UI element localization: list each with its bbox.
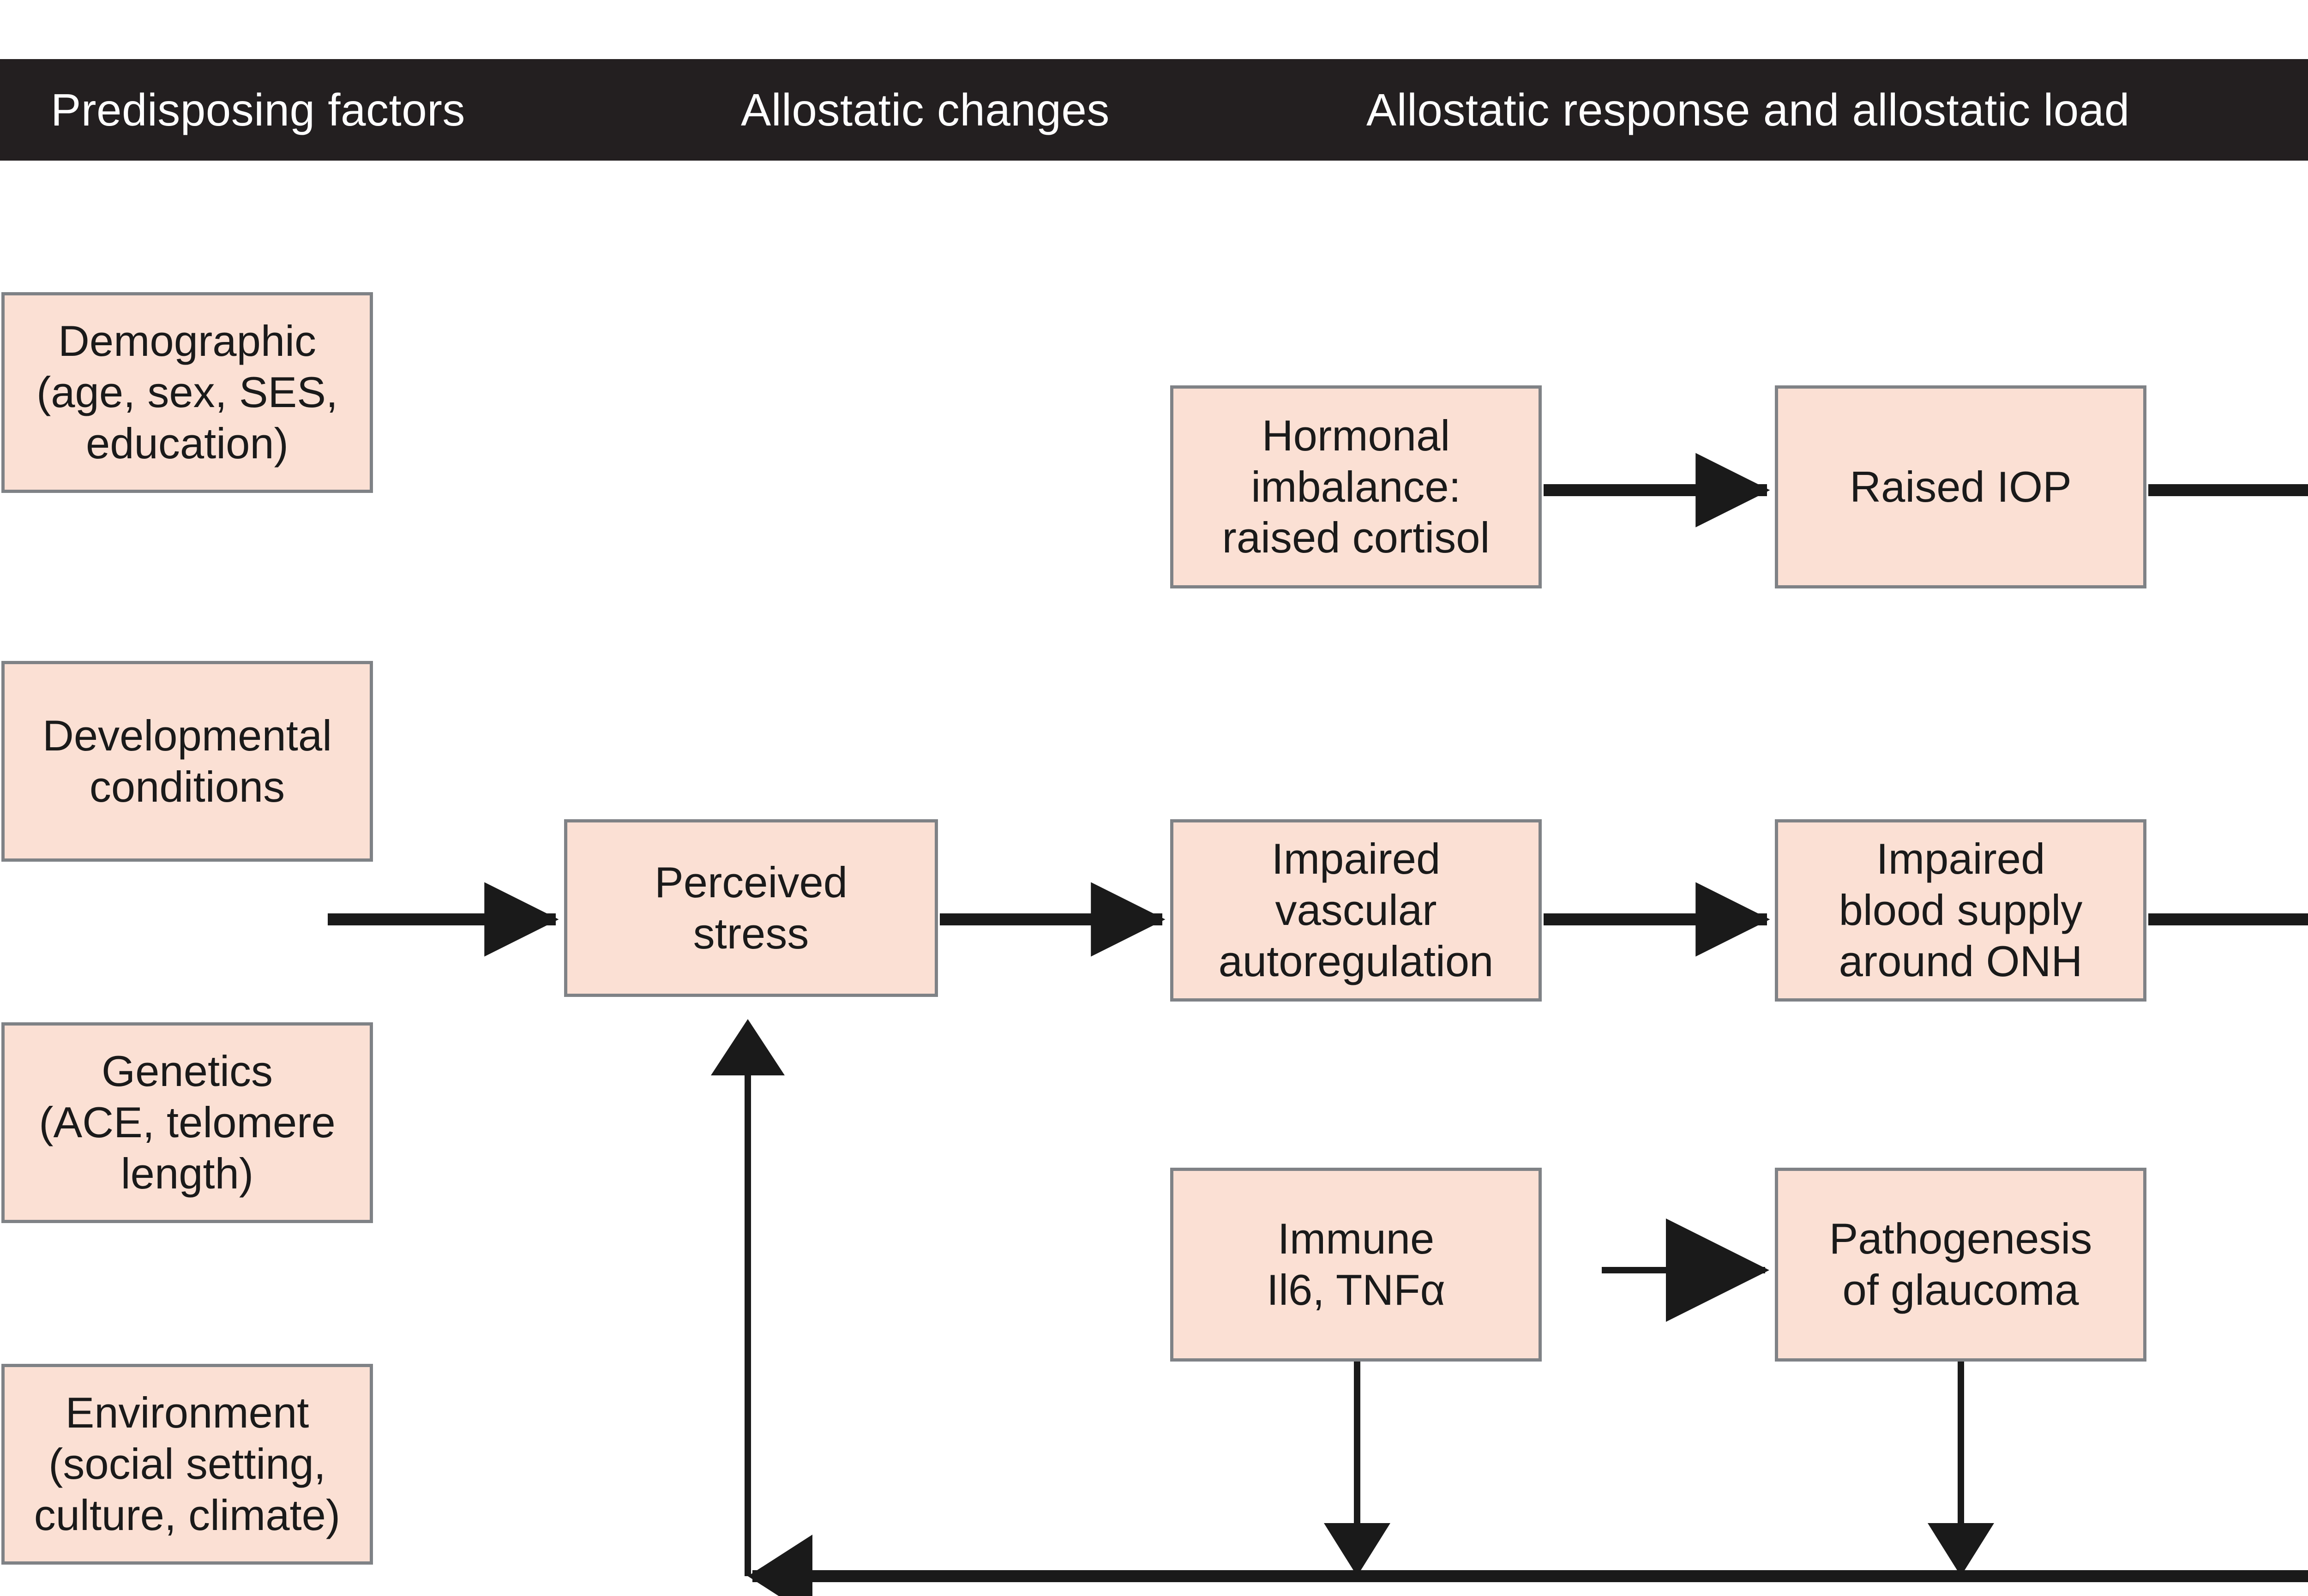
box-immune[interactable]: Immune Il6, TNFα (1170, 1168, 1542, 1362)
banner-stage-predisposing-factors: Predisposing factors (51, 84, 465, 135)
box-impaired-blood-line-3: around ONH (1839, 936, 2083, 985)
box-hormonal-line-3: raised cortisol (1222, 513, 1490, 562)
box-environment[interactable]: Environment (social setting, culture, cl… (1, 1364, 373, 1565)
box-raised-iop-line-1: Raised IOP (1850, 462, 2072, 511)
box-perceived-stress-line-2: stress (693, 909, 809, 958)
box-impaired-vascular-autoregulation[interactable]: Impaired vascular autoregulation (1170, 819, 1542, 1002)
box-pathogenesis-of-glaucoma[interactable]: Pathogenesis of glaucoma (1775, 1168, 2146, 1362)
box-demographic-line-3: education) (86, 419, 288, 468)
banner-stage-allostatic-changes: Allostatic changes (741, 84, 1110, 135)
box-hormonal-line-2: imbalance: (1251, 462, 1461, 511)
arrowhead-down-pathogenesis (1928, 1523, 1994, 1576)
box-perceived-stress[interactable]: Perceived stress (564, 819, 938, 997)
box-impaired-vascular-line-3: autoregulation (1218, 936, 1494, 985)
banner-stage-allostatic-response: Allostatic response and allostatic load (1366, 84, 2130, 135)
box-hormonal-imbalance[interactable]: Hormonal imbalance: raised cortisol (1170, 385, 1542, 588)
box-pathogenesis-line-1: Pathogenesis (1829, 1214, 2092, 1263)
box-genetics[interactable]: Genetics (ACE, telomere length) (1, 1022, 373, 1223)
box-genetics-line-1: Genetics (102, 1047, 273, 1096)
box-impaired-blood-supply-onh[interactable]: Impaired blood supply around ONH (1775, 819, 2146, 1002)
feedback-bus-left-arrowhead (748, 1535, 812, 1596)
box-genetics-line-3: length) (120, 1149, 254, 1198)
box-immune-line-2: Il6, TNFα (1267, 1266, 1445, 1314)
banner-arrow-shape (0, 59, 2308, 161)
box-raised-iop[interactable]: Raised IOP (1775, 385, 2146, 588)
box-immune-line-1: Immune (1277, 1214, 1435, 1263)
box-demographic[interactable]: Demographic (age, sex, SES, education) (1, 292, 373, 493)
box-impaired-vascular-line-1: Impaired (1271, 834, 1441, 883)
box-perceived-stress-line-1: Perceived (655, 858, 847, 906)
box-developmental-conditions[interactable]: Developmental conditions (1, 661, 373, 862)
box-impaired-blood-line-2: blood supply (1839, 886, 2083, 935)
box-genetics-line-2: (ACE, telomere (39, 1098, 336, 1147)
box-demographic-line-1: Demographic (58, 317, 317, 366)
box-developmental-line-1: Developmental (42, 711, 332, 760)
stage-banner-arrow: Predisposing factors Allostatic changes … (0, 0, 2308, 222)
box-impaired-vascular-line-2: vascular (1275, 886, 1437, 935)
box-environment-line-3: culture, climate) (34, 1490, 341, 1539)
arrowhead-down-immune (1324, 1523, 1390, 1576)
box-demographic-line-2: (age, sex, SES, (36, 368, 338, 417)
arrowhead-up-into-perceived-stress (711, 1019, 785, 1075)
box-environment-line-2: (social setting, (48, 1440, 326, 1488)
box-hormonal-line-1: Hormonal (1262, 411, 1450, 460)
box-pathogenesis-line-2: of glaucoma (1842, 1266, 2079, 1314)
box-impaired-blood-line-1: Impaired (1876, 834, 2045, 883)
box-developmental-line-2: conditions (89, 762, 285, 811)
box-environment-line-1: Environment (65, 1388, 309, 1437)
